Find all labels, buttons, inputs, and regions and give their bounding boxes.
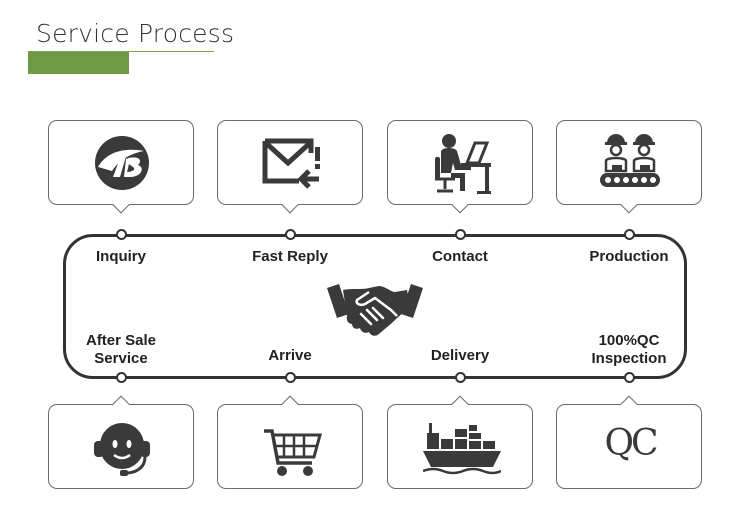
loop-node — [624, 229, 635, 240]
loop-node — [285, 372, 296, 383]
mail-reply-icon — [262, 138, 320, 189]
production-box — [556, 120, 702, 214]
step-label-qc-inspection: 100%QC Inspection — [591, 332, 667, 367]
delivery-box — [387, 395, 533, 489]
step-label-fast-reply: Fast Reply — [252, 248, 328, 265]
step-label-production: Production — [589, 248, 669, 265]
step-label-inquiry: Inquiry — [95, 248, 146, 265]
person-at-computer-icon — [435, 134, 491, 194]
title-accent-bar — [28, 52, 129, 74]
step-label-arrive: Arrive — [268, 347, 312, 364]
loop-node — [285, 229, 296, 240]
loop-node — [624, 372, 635, 383]
handshake-icon — [327, 284, 423, 336]
step-label-delivery: Delivery — [430, 347, 490, 364]
loop-node — [455, 372, 466, 383]
contact-box — [387, 120, 533, 214]
loop-node — [116, 229, 127, 240]
headset-support-icon — [94, 423, 150, 476]
fast-reply-box — [217, 120, 363, 214]
inquiry-box — [48, 120, 194, 214]
step-label-contact: Contact — [432, 248, 488, 265]
page-title: Service Process — [36, 19, 235, 48]
loop-node — [116, 372, 127, 383]
qc-inspection-box: QC — [556, 395, 702, 489]
loop-node — [455, 229, 466, 240]
shopping-cart-icon — [264, 429, 322, 476]
factory-workers-conveyor-icon — [600, 134, 660, 187]
step-label-after-sale: After Sale Service — [85, 332, 157, 367]
process-loop — [63, 234, 687, 379]
brand-logo-icon — [95, 136, 149, 190]
arrive-box — [217, 395, 363, 489]
qc-icon: QC — [604, 423, 658, 464]
title-underline — [28, 51, 214, 52]
cargo-ship-icon — [423, 423, 501, 475]
after-sale-box — [48, 395, 194, 489]
